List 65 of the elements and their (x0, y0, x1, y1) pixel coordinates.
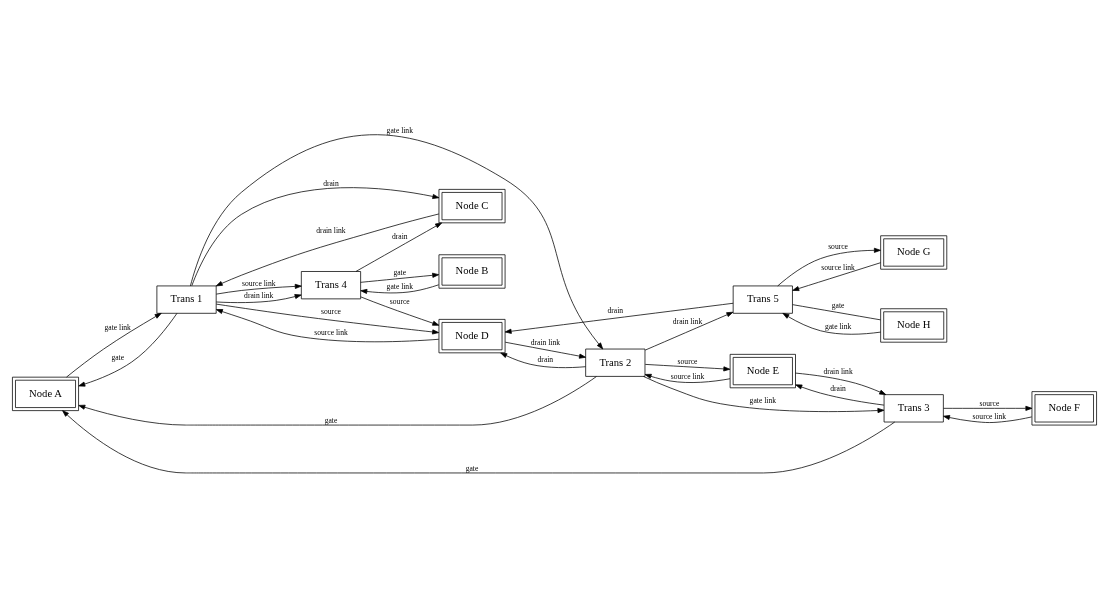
edge-label: gate link (104, 323, 131, 333)
edge-label: drain (537, 354, 554, 364)
arrow (360, 284, 440, 294)
arrow (66, 312, 162, 378)
edge-label: gate (831, 300, 845, 310)
arrow (215, 283, 302, 295)
edge-label: source (677, 357, 698, 367)
arrow (943, 415, 1033, 423)
connector (792, 304, 881, 321)
edge-label: source (321, 307, 341, 317)
arrow (504, 302, 734, 334)
arrow (504, 341, 586, 359)
edge-label: gate (111, 352, 125, 362)
arrow (191, 187, 440, 287)
edge-label: drain link (244, 291, 274, 301)
arrow (777, 247, 881, 287)
arrow (78, 376, 597, 426)
edge-label: gate link (386, 126, 413, 136)
node-box: Trans 5 (732, 285, 793, 314)
arrow (216, 309, 440, 343)
edge-label: drain link (316, 226, 346, 236)
edge-label: drain link (823, 367, 853, 377)
edge-label: drain (607, 306, 624, 316)
arrow (643, 376, 885, 413)
edge-label: source link (821, 262, 855, 272)
edge-label: source (828, 242, 848, 252)
edge-label: drain link (530, 338, 561, 348)
arrow (795, 384, 885, 406)
edge-label: drain (323, 178, 339, 188)
edge-label: gate link (386, 281, 413, 291)
arrow (644, 373, 731, 383)
edge-label: drain (830, 383, 846, 393)
edge-label: source (389, 297, 410, 307)
arrow (644, 364, 731, 372)
arrow (78, 312, 178, 387)
arrow (795, 372, 887, 395)
edge-label: gate (324, 415, 338, 425)
edge-label: gate link (749, 396, 776, 406)
edge-label: source link (670, 371, 705, 381)
node-box: Trans 4 (300, 271, 361, 300)
arrow (360, 272, 440, 283)
edge-label: gate (465, 463, 479, 473)
arrow (782, 312, 882, 335)
arrow (360, 296, 440, 326)
node-box: Trans 3 (883, 394, 944, 423)
edge-label: gate link (824, 321, 852, 331)
node-box: Trans 1 (156, 285, 217, 314)
arrow (355, 222, 443, 272)
arrow (943, 405, 1033, 411)
edge-label: gate (393, 268, 407, 278)
edge-label: drain link (672, 316, 703, 326)
arrow (500, 352, 586, 369)
edge-label: source link (241, 278, 276, 288)
arrow (215, 294, 302, 303)
edge-label: source link (972, 411, 1007, 421)
arrow (215, 213, 440, 287)
edge-label: source (979, 399, 1000, 409)
edge-label: source link (314, 327, 348, 337)
arrow (792, 262, 881, 291)
arrow (62, 410, 896, 474)
arrow (644, 311, 734, 351)
node-box: Trans 2 (585, 348, 646, 377)
arrow (190, 134, 604, 350)
arrow (215, 303, 439, 335)
edge-label: drain (391, 231, 408, 241)
